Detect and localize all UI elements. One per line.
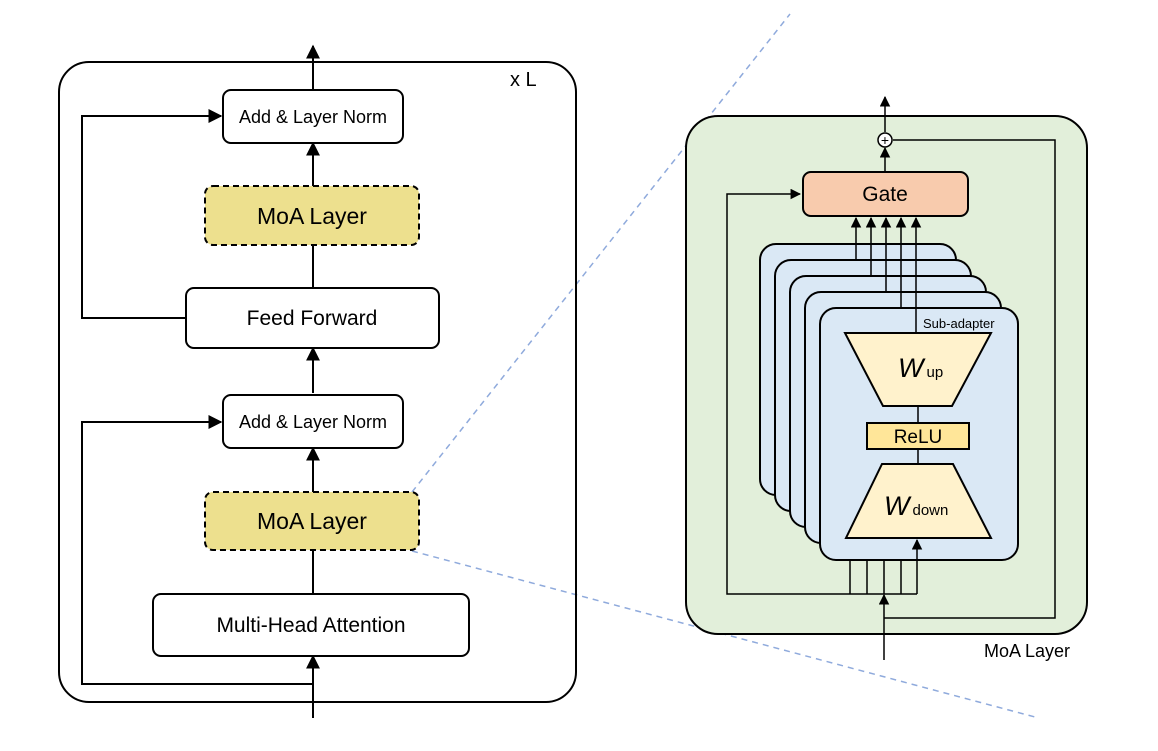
encoder-block-frame xyxy=(58,61,577,703)
feed-forward-label: Feed Forward xyxy=(247,307,378,330)
w-up-symbol: W xyxy=(898,353,926,383)
moa-layer-top-box xyxy=(204,185,420,246)
add-layer-norm-top-label: Add & Layer Norm xyxy=(239,107,387,127)
add-layer-norm-bottom-box xyxy=(222,394,404,449)
add-layer-norm-bottom-label: Add & Layer Norm xyxy=(239,412,387,432)
w-down-subscript: down xyxy=(912,502,948,519)
feed-forward-box xyxy=(185,287,440,349)
sub-adapter-label: Sub-adapter xyxy=(923,316,995,331)
residual-connection-upper xyxy=(81,109,223,319)
repeat-label: x L xyxy=(510,69,537,91)
moa-layer-bottom-label: MoA Layer xyxy=(257,508,367,534)
moa-panel-label: MoA Layer xyxy=(984,641,1070,661)
multi-head-attention-label: Multi-Head Attention xyxy=(216,614,405,637)
w-up-block xyxy=(843,332,993,407)
moa-layer-bottom-box xyxy=(204,491,420,551)
w-down-symbol: W xyxy=(884,491,912,521)
w-down-block xyxy=(844,463,993,539)
w-up-subscript: up xyxy=(926,364,943,381)
gate-block xyxy=(802,171,969,217)
residual-sum-node xyxy=(877,132,893,148)
add-layer-norm-top-box xyxy=(222,89,404,144)
residual-connection-lower xyxy=(81,415,313,685)
residual-sum-symbol: + xyxy=(881,132,889,148)
gate-label: Gate xyxy=(862,183,908,206)
moa-residual-line xyxy=(884,139,1056,619)
relu-label: ReLU xyxy=(894,427,943,448)
moa-layer-top-label: MoA Layer xyxy=(257,203,367,229)
input-to-gate-line xyxy=(726,188,850,595)
relu-block xyxy=(866,422,970,450)
zoom-line-upper xyxy=(411,13,791,493)
multi-head-attention-box xyxy=(152,593,470,657)
encoder-block: x L Add & Layer Norm MoA Layer Feed Forw… xyxy=(58,44,577,718)
